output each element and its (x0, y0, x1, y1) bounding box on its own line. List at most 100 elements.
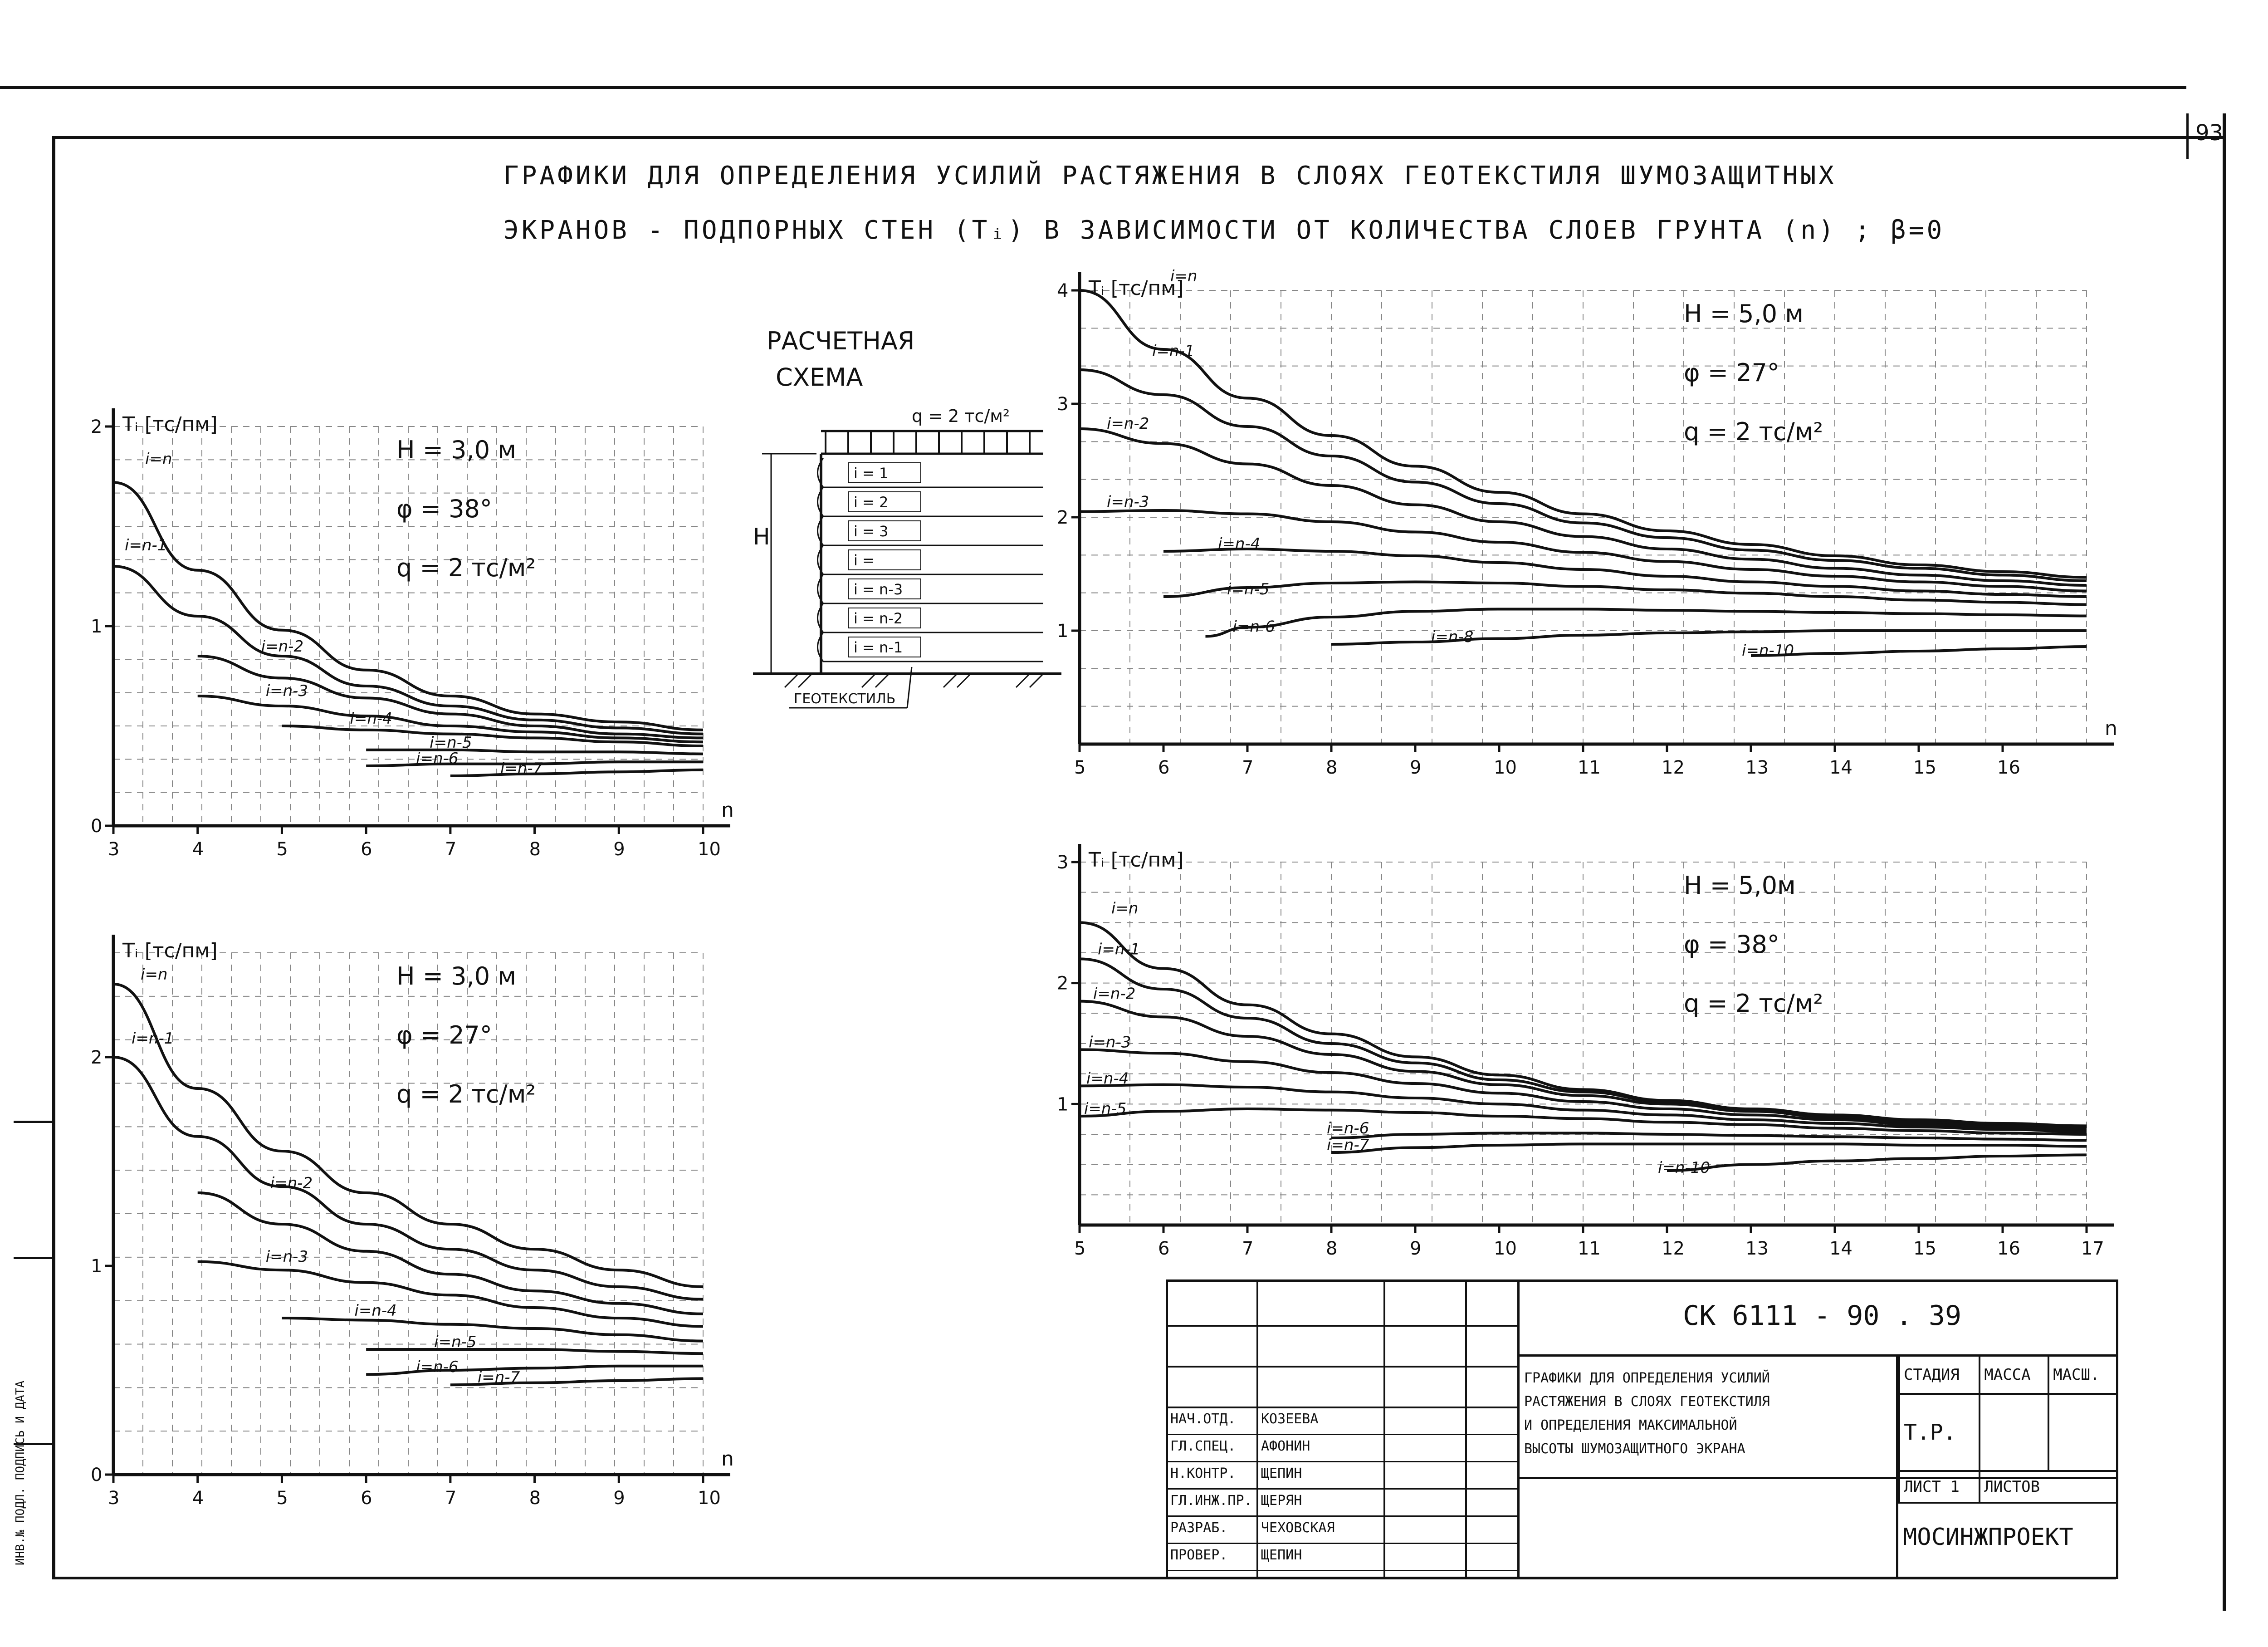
series-line-i=n (113, 983, 704, 1288)
frame-top (52, 136, 2225, 139)
stamp-signature-row-line (1166, 1488, 1520, 1490)
x-tick-label: 9 (613, 1488, 625, 1509)
stamp-signature-role: Н.КОНТР. (1170, 1466, 1236, 1481)
stamp-row-3 (1166, 1407, 1520, 1408)
y-tick-label: 0 (91, 1465, 102, 1485)
x-tick-label: 10 (698, 839, 721, 860)
series-line-i=n (1079, 289, 2087, 579)
stamp-stage-table: СТАДИЯ МАССА МАСШ. Т.Р. ЛИСТ 1 ЛИСТОВ МО… (1898, 1354, 2118, 1571)
stamp-signature-role: ПРОВЕР. (1170, 1547, 1228, 1563)
schema-layer-box (848, 637, 921, 657)
x-tick-label: 3 (108, 1488, 119, 1509)
chart-param: φ = 27° (396, 1021, 492, 1049)
chart-param: H = 3,0 м (396, 962, 516, 990)
x-tick-label: 13 (1745, 1238, 1769, 1259)
series-label: i=n-7 (478, 1368, 520, 1387)
series-line-i=n-6 (366, 1364, 703, 1376)
stamp-signature-name: ЩЕРЯН (1261, 1493, 1302, 1509)
frame-left (52, 136, 55, 1579)
series-line-i=n-5 (1079, 1107, 2087, 1136)
y-axis-label: Tᵢ [тс/пм] (1088, 848, 1184, 872)
grid (1080, 290, 2087, 744)
schema-layer-label: i = 2 (854, 494, 888, 511)
y-tick-label: 4 (1057, 280, 1068, 301)
chart-param: q = 2 тс/м² (396, 1080, 536, 1108)
series-label: i=n-6 (416, 750, 458, 768)
series-line-i=n-10 (1750, 645, 2087, 657)
stamp-stage-value: Т.Р. (1898, 1393, 1981, 1472)
series-label: i=n-3 (1107, 493, 1149, 511)
series-line-i=n-6 (1331, 1132, 2087, 1142)
side-stamp-line-3 (14, 1443, 54, 1445)
series-line-i=n-5 (1163, 580, 2087, 606)
series-line-i=n-7 (450, 1377, 704, 1387)
x-tick-label: 14 (1829, 757, 1853, 778)
x-tick-label: 4 (192, 839, 204, 860)
stamp-col-stage (1896, 1354, 1898, 1577)
series-label: i=n-6 (1233, 618, 1275, 636)
series-label: i=n (1111, 899, 1138, 917)
x-tick-label: 16 (1997, 757, 2020, 778)
stamp-scale-value (2048, 1393, 2118, 1472)
x-tick-label: 4 (192, 1488, 204, 1509)
series-line-i=n-1 (1079, 368, 2087, 582)
chart-param: φ = 27° (1684, 358, 1779, 387)
chart-param: q = 2 тс/м² (1684, 417, 1823, 446)
x-tick-label: 6 (1158, 757, 1169, 778)
sheet-number: 93 (2195, 120, 2224, 146)
series-label: i=n-4 (1086, 1069, 1129, 1088)
stamp-description-line: И ОПРЕДЕЛЕНИЯ МАКСИМАЛЬНОЙ (1524, 1417, 1737, 1433)
x-tick-label: 6 (1158, 1238, 1169, 1259)
x-tick-label: 5 (276, 1488, 288, 1509)
grid (113, 426, 704, 826)
series-label: i=n-6 (416, 1358, 458, 1376)
y-tick-label: 1 (1057, 1094, 1068, 1115)
stamp-signature-role: НАЧ.ОТД. (1170, 1411, 1236, 1427)
series-line-i=n-2 (1079, 427, 2087, 587)
schema-load: q = 2 тс/м² (912, 406, 1010, 426)
series-line-i=n-3 (197, 695, 704, 744)
x-tick-label: 10 (1494, 757, 1517, 778)
stamp-description-line: РАСТЯЖЕНИЯ В СЛОЯХ ГЕОТЕКСТИЛЯ (1524, 1394, 1770, 1410)
schema-layer-label: i = n-1 (854, 639, 903, 656)
chart-param: H = 5,0м (1684, 871, 1796, 900)
stamp-signature-role: ГЛ.СПЕЦ. (1170, 1438, 1236, 1454)
stamp-signature-row-line (1166, 1461, 1520, 1462)
stamp-sheet-label: ЛИСТ 1 (1898, 1470, 1981, 1504)
series-line-i=n-2 (197, 1191, 704, 1315)
stamp-signature-role: ГЛ.ИНЖ.ПР. (1170, 1493, 1252, 1509)
stamp-mass-value (1979, 1393, 2050, 1472)
series-label: i=n-4 (354, 1302, 396, 1320)
series-label: i=n-7 (500, 760, 543, 778)
stamp-row-code (1520, 1354, 2118, 1357)
x-axis-label: n (721, 799, 734, 822)
y-tick-label: 3 (1057, 394, 1068, 415)
stamp-stage-label: СТАДИЯ (1898, 1354, 1981, 1395)
load-arrows (825, 431, 1031, 454)
y-tick-label: 2 (91, 417, 102, 437)
stamp-signature-name: ЧЕХОВСКАЯ (1261, 1520, 1335, 1536)
schema-layer-label: i = n-3 (854, 581, 903, 598)
x-axis-label: n (2105, 717, 2117, 740)
series-label: i=n-6 (1327, 1119, 1369, 1137)
series-line-i=n-4 (282, 725, 704, 747)
y-tick-label: 2 (91, 1047, 102, 1068)
stamp-signature-row-line (1166, 1543, 1520, 1544)
y-tick-label: 2 (1057, 507, 1068, 528)
stamp-org: МОСИНЖПРОЕКТ (1903, 1524, 2073, 1551)
x-tick-label: 5 (276, 839, 288, 860)
series-label: i=n-1 (1152, 342, 1194, 360)
frame-bottom (52, 1577, 2116, 1579)
chart-param: H = 5,0 м (1684, 299, 1804, 328)
stamp-signature-name: КОЗЕЕВА (1261, 1411, 1319, 1427)
series-line-i=n-5 (366, 1348, 704, 1355)
top-rule (0, 86, 2186, 89)
x-tick-label: 17 (2081, 1238, 2104, 1259)
stamp-mass-label: МАССА (1979, 1354, 2050, 1395)
series-line-i=n-6 (366, 760, 703, 767)
series-line-i=n-2 (197, 655, 704, 740)
x-tick-label: 9 (1410, 1238, 1421, 1259)
